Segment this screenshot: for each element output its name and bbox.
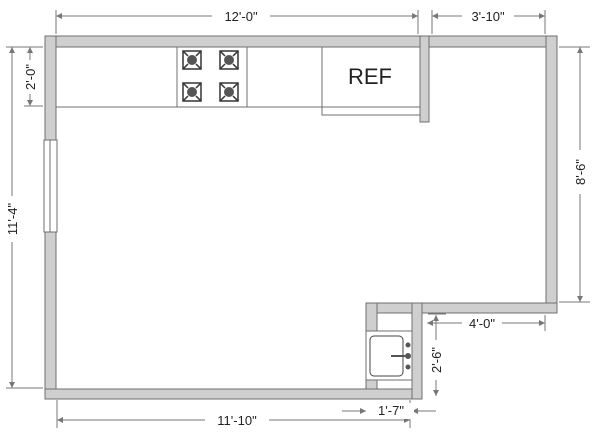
wall-notch-top	[365, 302, 558, 314]
cooktop	[176, 46, 248, 108]
wall-top	[44, 35, 558, 48]
dim-bottom-width: 11'-10"	[217, 413, 257, 428]
wall-partition	[419, 35, 430, 123]
dim-bottom-small: 1'-7"	[378, 403, 404, 418]
wall-notch-right	[411, 302, 423, 400]
knob-icon	[405, 364, 411, 370]
knob-icon	[405, 342, 411, 348]
window	[43, 139, 58, 233]
dim-left-counter: 2'-0"	[23, 64, 38, 90]
sink	[365, 330, 413, 381]
burner-icon	[219, 82, 239, 102]
wall-right	[545, 35, 558, 314]
dim-top-right: 3'-10"	[471, 9, 505, 24]
dim-top-width: 12'-0"	[224, 9, 258, 24]
dim-notch-height: 2'-6"	[429, 347, 444, 373]
dim-right-height: 8'-6"	[573, 159, 588, 185]
refrigerator-label: REF	[348, 64, 392, 89]
burner-icon	[219, 50, 239, 70]
dim-notch-width: 4'-0"	[469, 316, 495, 331]
burner-icon	[182, 82, 202, 102]
knob-icon	[405, 353, 411, 359]
dim-left-height: 11'-4"	[5, 203, 20, 236]
wall-bottom	[44, 388, 423, 400]
burner-icon	[182, 50, 202, 70]
refrigerator: REF	[321, 46, 421, 116]
